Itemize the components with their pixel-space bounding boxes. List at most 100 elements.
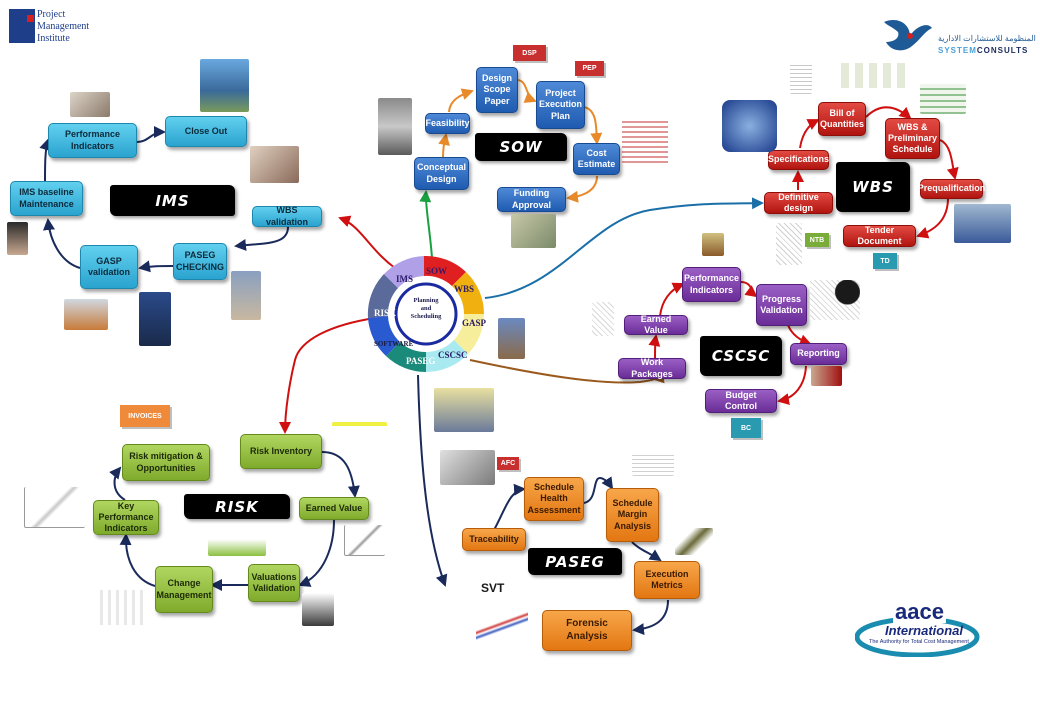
photo-runners [954,204,1011,243]
photo-plant-model [722,100,777,152]
ims-node-close-out[interactable]: Close Out [165,116,247,147]
photo-wind-farm [208,528,266,556]
link-hub-wbs [484,197,764,299]
risk-node-valuations-validation[interactable]: Valuations Validation [248,564,300,602]
photo-engineers [64,299,108,330]
hub-segment-cscsc[interactable]: CSCSC [438,350,468,360]
sow-node-design-scope-paper[interactable]: Design Scope Paper [476,67,518,113]
doc-flowchart [95,590,145,625]
photo-construction [231,271,261,320]
photo-hard-hats [434,388,494,432]
pmi-line3: Institute [37,33,70,44]
pmi-line2: Management [37,21,90,32]
aace-tagline: The Authority for Total Cost Management [869,639,969,645]
hub-wheel[interactable]: Planning and Scheduling SOW WBS GASP CSC… [366,252,486,376]
sow-banner: SOW [475,133,567,161]
hub-segment-wbs[interactable]: WBS [454,284,475,294]
paseg-banner: PASEG [528,548,622,575]
link-hub-ims [338,215,396,269]
ims-node-wbs-validation[interactable]: WBS validation [252,205,322,227]
photo-businessmen [302,593,334,626]
systemconsults-arabic: المنظومة للاستشارات الادارية [938,34,1036,43]
chart-svt-line [476,611,528,641]
sow-node-conceptual-design[interactable]: Conceptual Design [414,157,469,190]
hub-segment-ims[interactable]: IMS [396,274,414,284]
paseg-node-traceability[interactable]: Traceability [462,528,526,551]
wbs-banner: WBS [836,162,910,212]
paseg-tag-afc: AFC [497,457,519,470]
photo-laptop [378,98,412,155]
sow-node-cost-estimate[interactable]: Cost Estimate [573,143,620,175]
photo-skyscraper [200,59,249,112]
ims-node-gasp-validation[interactable]: GASP validation [80,245,138,289]
risk-node-earned-value[interactable]: Earned Value [299,497,369,520]
wbs-node-specifications[interactable]: Specifications [768,150,829,170]
pmi-logo-accent [27,15,34,22]
sow-tag-pep: PEP [575,61,604,76]
paseg-node-schedule-margin-analysis[interactable]: Schedule Margin Analysis [606,488,659,542]
link-hub-risk [279,317,376,434]
hub-segment-risk[interactable]: RISK [374,308,397,318]
photo-report [811,366,842,386]
link-hub-sow [419,190,433,259]
wbs-tag-td: TD [873,253,897,269]
wbs-node-prequalification[interactable]: Prequalification [918,179,985,199]
cscsc-node-budget-control[interactable]: Budget Control [705,389,777,413]
risk-node-risk-inventory[interactable]: Risk Inventory [240,434,322,469]
risk-node-kpi[interactable]: Key Performance Indicators [93,500,159,535]
hub-segment-sow[interactable]: SOW [426,266,448,276]
photo-refinery [498,318,525,359]
doc-specifications [790,62,812,94]
sow-node-project-execution-plan[interactable]: Project Execution Plan [536,81,585,129]
cscsc-node-progress-validation[interactable]: Progress Validation [756,284,807,326]
wbs-tag-ntb: NTB [805,233,829,247]
ims-node-paseg-checking[interactable]: PASEG CHECKING [173,243,227,280]
pmi-line1: Project [37,9,66,20]
sketch-people [810,280,860,320]
cscsc-node-earned-value[interactable]: Earned Value [624,314,688,335]
chart-s-curve [24,487,85,528]
doc-wbs-tree [835,63,907,88]
doc-margin-table [632,452,674,476]
sow-node-funding-approval[interactable]: Funding Approval [497,187,566,212]
hub-segment-software[interactable]: SOFTWARE [374,340,414,348]
doc-gantt [920,84,966,114]
aace-logo: aace International The Authority for Tot… [855,601,980,657]
wbs-node-bill-of-quantities[interactable]: Bill of Quantities [818,102,866,136]
cscsc-banner: CSCSC [700,336,782,376]
systemconsults-name: SYSTEMCONSULTS [938,46,1028,55]
wbs-node-wbs-preliminary-schedule[interactable]: WBS & Preliminary Schedule [885,118,940,159]
paseg-node-schedule-health-assessment[interactable]: Schedule Health Assessment [524,477,584,521]
ims-node-baseline-maintenance[interactable]: IMS baseline Maintenance [10,181,83,216]
wbs-node-definitive-design[interactable]: Definitive design [764,192,833,214]
systemconsults-logo: المنظومة للاستشارات الادارية SYSTEMCONSU… [880,14,1036,58]
systemconsults-name-a: SYSTEM [938,46,977,55]
hub-segment-gasp[interactable]: GASP [462,318,487,328]
cscsc-node-performance-indicators[interactable]: Performance Indicators [682,267,741,302]
paseg-node-execution-metrics[interactable]: Execution Metrics [634,561,700,599]
doc-risk-table [332,422,387,447]
photo-handshake [7,222,28,255]
sketch-worker [592,302,614,336]
aace-name: aace [893,599,946,624]
wbs-node-tender-document[interactable]: Tender Document [843,225,916,247]
risk-tag-invoices: INVOICES [120,405,170,427]
risk-node-mitigation-opportunities[interactable]: Risk mitigation & Opportunities [122,444,210,481]
sow-node-feasibility[interactable]: Feasibility [425,113,470,134]
systemconsults-bird-icon [884,19,932,51]
paseg-label-svt: SVT [481,581,505,595]
hub-segment-paseg[interactable]: PASEG [406,356,436,366]
risk-node-change-management[interactable]: Change Management [155,566,213,613]
paseg-node-forensic-analysis[interactable]: Forensic Analysis [542,610,632,651]
pmi-logo: Project Management Institute [9,9,89,45]
aace-sub: International [885,623,964,638]
hub-wheel-graphic [367,255,484,372]
sow-tag-dsp: DSP [513,45,546,61]
cscsc-node-reporting[interactable]: Reporting [790,343,847,365]
photo-money [511,214,556,248]
ims-node-performance-indicators[interactable]: Performance Indicators [48,123,137,158]
doc-drawing [776,223,802,265]
cscsc-node-work-packages[interactable]: Work Packages [618,357,686,379]
photo-meeting [70,92,110,117]
